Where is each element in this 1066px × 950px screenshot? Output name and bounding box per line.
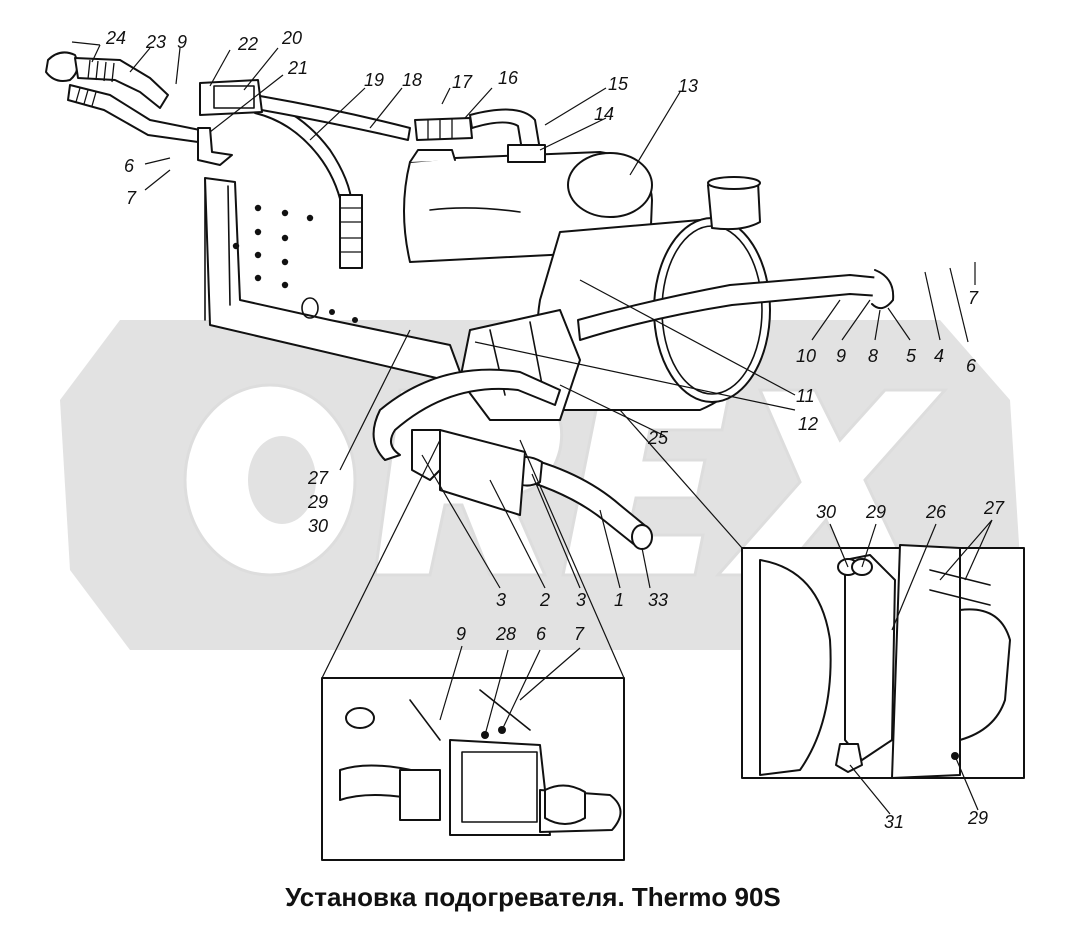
frame-bracket bbox=[204, 177, 461, 381]
callout-27-left: 27 bbox=[307, 468, 329, 488]
clamp-5 bbox=[871, 269, 895, 310]
callout-18: 18 bbox=[402, 70, 422, 90]
callout-1: 1 bbox=[614, 590, 624, 610]
bracket-3-left bbox=[411, 429, 441, 481]
hose-22-upper bbox=[199, 79, 263, 116]
hose-15 bbox=[469, 108, 541, 151]
callout-13: 13 bbox=[678, 76, 698, 96]
callout-10: 10 bbox=[796, 346, 816, 366]
callout-20: 20 bbox=[281, 28, 302, 48]
pipe-stack-left bbox=[339, 194, 363, 269]
callout-2: 2 bbox=[539, 590, 550, 610]
callout-24: 24 bbox=[105, 28, 126, 48]
callout-4: 4 bbox=[934, 346, 944, 366]
callout-21: 21 bbox=[287, 58, 308, 78]
exhaust-pipe bbox=[372, 368, 561, 461]
callout-7-top: 7 bbox=[126, 188, 137, 208]
leader-lines bbox=[71, 41, 993, 815]
callout-27-right: 27 bbox=[983, 498, 1005, 518]
hose-23 bbox=[74, 57, 169, 109]
callout-29-bottom: 29 bbox=[967, 808, 988, 828]
main-assembly bbox=[45, 51, 895, 550]
inset-bottom bbox=[321, 677, 625, 861]
callout-6-inset: 6 bbox=[536, 624, 547, 644]
callout-5: 5 bbox=[906, 346, 917, 366]
callout-12: 12 bbox=[798, 414, 818, 434]
callout-labels: 24 23 9 22 20 21 19 18 17 16 15 14 13 6 … bbox=[105, 28, 1005, 832]
callout-22: 22 bbox=[237, 34, 258, 54]
callout-14: 14 bbox=[594, 104, 614, 124]
inset-right bbox=[741, 544, 1025, 779]
callout-11: 11 bbox=[796, 386, 815, 406]
bracket-21 bbox=[197, 127, 233, 166]
callout-8: 8 bbox=[868, 346, 878, 366]
callout-30-left: 30 bbox=[308, 516, 328, 536]
coupling-16 bbox=[414, 117, 473, 141]
callout-6-top: 6 bbox=[124, 156, 135, 176]
callout-29-right: 29 bbox=[865, 502, 886, 522]
inset-connectors bbox=[321, 409, 743, 679]
fitting-24 bbox=[45, 51, 79, 82]
callout-26: 26 bbox=[925, 502, 947, 522]
callout-28: 28 bbox=[495, 624, 516, 644]
callout-7-inset: 7 bbox=[574, 624, 585, 644]
callout-3-right: 3 bbox=[576, 590, 586, 610]
callout-3-left: 3 bbox=[496, 590, 506, 610]
hose-23-lower bbox=[67, 84, 201, 143]
callout-30-right: 30 bbox=[816, 502, 836, 522]
callout-31: 31 bbox=[884, 812, 904, 832]
callout-9-top: 9 bbox=[177, 32, 187, 52]
callout-9-right: 9 bbox=[836, 346, 846, 366]
callout-29-left: 29 bbox=[307, 492, 328, 512]
callout-9-inset: 9 bbox=[456, 624, 466, 644]
callout-15: 15 bbox=[608, 74, 629, 94]
callout-25: 25 bbox=[647, 428, 669, 448]
connector-14 bbox=[507, 144, 546, 163]
callout-7-right: 7 bbox=[968, 288, 979, 308]
callout-19: 19 bbox=[364, 70, 384, 90]
callout-23: 23 bbox=[145, 32, 166, 52]
callout-17: 17 bbox=[452, 72, 473, 92]
fuel-pump bbox=[707, 181, 761, 231]
heater-outlet bbox=[409, 149, 456, 163]
diagram-caption: Установка подогревателя. Thermo 90S bbox=[285, 882, 781, 912]
callout-6-right: 6 bbox=[966, 356, 977, 376]
callout-16: 16 bbox=[498, 68, 519, 88]
callout-33: 33 bbox=[648, 590, 668, 610]
